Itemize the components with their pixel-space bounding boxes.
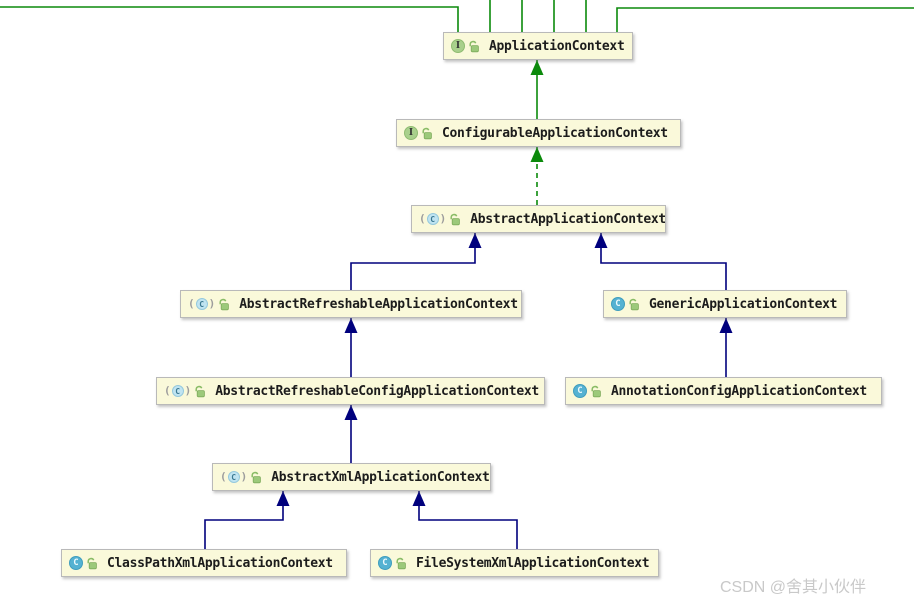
arrowhead-abstract-implements-configurable [530, 147, 544, 162]
interface-icon: I [404, 126, 418, 140]
class-node-application-context[interactable]: I ApplicationContext [443, 32, 633, 60]
abstract-class-icon: ( [220, 470, 227, 483]
class-node-class-path-xml-application-context[interactable]: C ClassPathXmlApplicationContext [61, 549, 347, 577]
arrowhead-configurable-extends-application [530, 60, 544, 75]
public-lock-icon [251, 471, 262, 483]
public-lock-icon [591, 385, 601, 397]
arrowhead-class-path-xml-extends-abstract-xml [276, 491, 290, 506]
class-node-label: FileSystemXmlApplicationContext [416, 555, 650, 571]
class-node-label: ApplicationContext [489, 38, 625, 54]
public-lock-icon [469, 40, 479, 52]
class-node-abstract-refreshable-application-context[interactable]: (C)AbstractRefreshableApplicationContext [180, 290, 522, 318]
class-node-label: AbstractXmlApplicationContext [271, 469, 490, 485]
class-node-annotation-config-application-context[interactable]: C AnnotationConfigApplicationContext [565, 377, 882, 405]
class-node-label: ClassPathXmlApplicationContext [107, 555, 333, 571]
class-icon: C [378, 556, 392, 570]
public-lock-icon [195, 385, 206, 397]
connector-offscreen-line-left [0, 6, 459, 32]
class-node-file-system-xml-application-context[interactable]: C FileSystemXmlApplicationContext [370, 549, 659, 577]
connector-class-path-xml-extends-abstract-xml [204, 491, 284, 549]
class-icon: C [573, 384, 587, 398]
connector-generic-extends-abstract [600, 233, 727, 290]
abstract-class-icon: ( [188, 297, 195, 310]
interface-icon: I [451, 39, 465, 53]
abstract-class-icon: ( [419, 212, 426, 225]
arrowhead-abstract-refreshable-config-extends-abstract-refreshable [344, 318, 358, 333]
class-node-label: AbstractRefreshableApplicationContext [239, 296, 518, 312]
public-lock-icon [219, 298, 230, 310]
class-node-label: AbstractApplicationContext [470, 211, 666, 227]
public-lock-icon [450, 213, 461, 225]
abstract-class-icon: ( [164, 384, 171, 397]
connector-offscreen-line-right [616, 7, 914, 32]
arrowhead-generic-extends-abstract [594, 233, 608, 248]
class-node-label: AbstractRefreshableConfigApplicationCont… [215, 383, 539, 399]
class-node-label: GenericApplicationContext [649, 296, 838, 312]
class-icon: C [611, 297, 625, 311]
connector-abstract-refreshable-extends-abstract [350, 233, 476, 290]
arrowhead-abstract-refreshable-extends-abstract [468, 233, 482, 248]
public-lock-icon [396, 557, 406, 569]
class-node-configurable-application-context[interactable]: I ConfigurableApplicationContext [396, 119, 681, 147]
class-node-label: AnnotationConfigApplicationContext [611, 383, 867, 399]
public-lock-icon [629, 298, 639, 310]
class-node-abstract-xml-application-context[interactable]: (C)AbstractXmlApplicationContext [212, 463, 491, 491]
arrowhead-annotation-config-extends-generic [719, 318, 733, 333]
class-node-abstract-application-context[interactable]: (C)AbstractApplicationContext [411, 205, 666, 233]
class-node-abstract-refreshable-config-application-context[interactable]: (C)AbstractRefreshableConfigApplicationC… [156, 377, 545, 405]
class-icon: C [69, 556, 83, 570]
public-lock-icon [87, 557, 97, 569]
arrowhead-abstract-xml-extends-abstract-refreshable-config [344, 405, 358, 420]
class-node-label: ConfigurableApplicationContext [442, 125, 668, 141]
class-node-generic-application-context[interactable]: C GenericApplicationContext [603, 290, 847, 318]
public-lock-icon [422, 127, 432, 139]
connector-file-system-xml-extends-abstract-xml [418, 491, 518, 549]
arrowhead-file-system-xml-extends-abstract-xml [412, 491, 426, 506]
watermark: CSDN @舍其小伙伴 [720, 579, 867, 596]
